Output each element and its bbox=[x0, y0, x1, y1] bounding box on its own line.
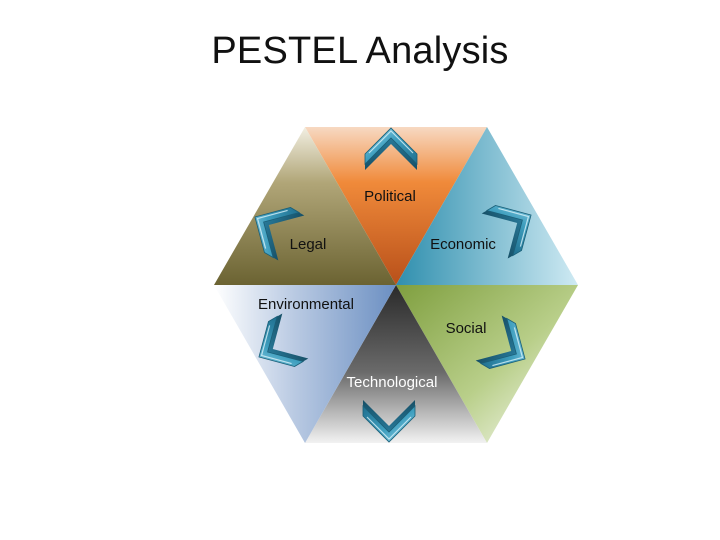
segment-technological bbox=[305, 285, 487, 443]
label-social: Social bbox=[446, 320, 487, 337]
label-environmental: Environmental bbox=[258, 296, 354, 313]
segment-political bbox=[305, 127, 487, 285]
slide-title: PESTEL Analysis bbox=[211, 30, 509, 72]
hexagon bbox=[214, 127, 578, 443]
label-economic: Economic bbox=[430, 236, 496, 253]
segment-legal bbox=[214, 127, 396, 285]
label-technological: Technological bbox=[347, 374, 438, 391]
segment-environmental bbox=[214, 285, 396, 443]
segment-economic bbox=[396, 127, 578, 285]
label-legal: Legal bbox=[290, 236, 327, 253]
segment-labels: Political Economic Social Technological … bbox=[258, 188, 496, 391]
label-political: Political bbox=[364, 188, 416, 205]
